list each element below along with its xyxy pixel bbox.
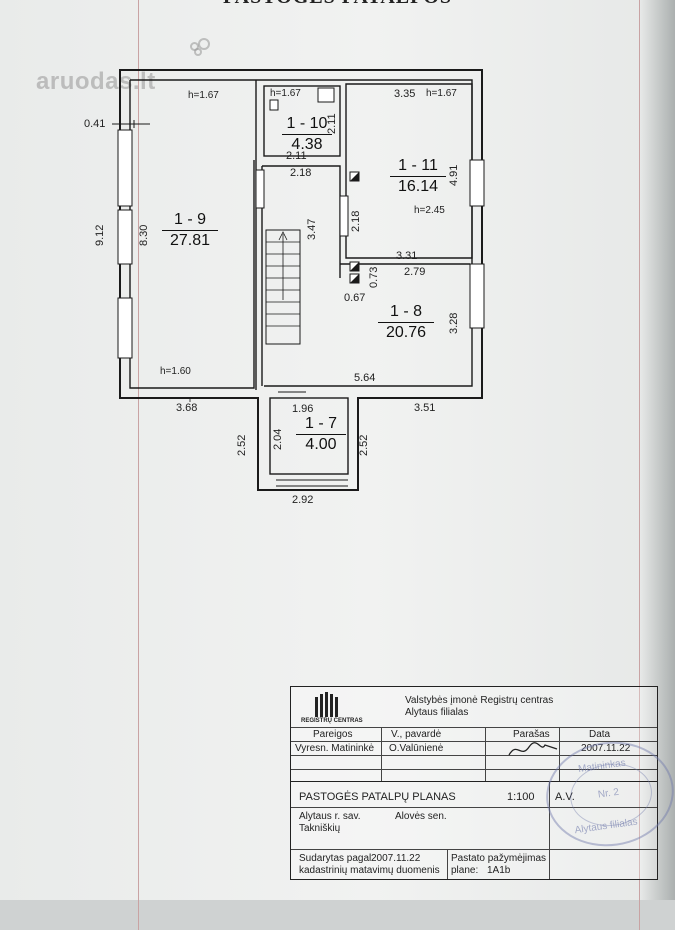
plan-title: PASTOGĖS PATALPŲ PLANAS bbox=[299, 791, 456, 803]
dimension-label: 9.12 bbox=[94, 224, 106, 246]
page-title: PASTOGĖS PATALPOS bbox=[0, 0, 675, 9]
dimension-label: 4.91 bbox=[448, 164, 460, 186]
height-label: h=1.67 bbox=[426, 88, 457, 99]
dimension-label: 8.30 bbox=[138, 224, 150, 246]
dimension-label: 2.18 bbox=[290, 167, 312, 179]
location-village: Takniškių bbox=[299, 823, 341, 834]
dimension-label: 3.68 bbox=[176, 402, 198, 414]
dimension-label: 0.73 bbox=[368, 266, 380, 288]
room-1-9: 1 - 9 27.81 bbox=[162, 210, 218, 251]
dimension-label: 2.18 bbox=[350, 210, 362, 232]
dimension-label: 1.96 bbox=[292, 403, 314, 415]
height-label: h=1.67 bbox=[188, 90, 219, 101]
location-eldership: Alovės sen. bbox=[395, 811, 447, 822]
role-value: Vyresn. Matininkė bbox=[295, 743, 375, 754]
room-1-8: 1 - 8 20.76 bbox=[378, 302, 434, 343]
mark-label: Pastato pažymėjimas bbox=[451, 853, 547, 864]
room-1-10: 1 - 10 4.38 bbox=[282, 114, 332, 155]
document-page bbox=[0, 0, 675, 900]
av-label: A.V. bbox=[555, 791, 575, 803]
dimension-label: 5.64 bbox=[354, 372, 376, 384]
room-area: 27.81 bbox=[169, 232, 211, 249]
room-area: 4.00 bbox=[305, 436, 337, 453]
dimension-label: 0.67 bbox=[344, 292, 366, 304]
height-label: h=1.67 bbox=[270, 88, 301, 99]
dimension-label: 2.79 bbox=[404, 266, 426, 278]
col-header: Pareigos bbox=[313, 729, 353, 740]
dimension-label: 0.41 bbox=[84, 118, 106, 130]
dimension-label: 3.31 bbox=[396, 250, 418, 262]
signature-icon bbox=[508, 742, 558, 756]
dimension-label: 2.92 bbox=[292, 494, 314, 506]
registry-logo: REGISTRŲ CENTRAS bbox=[297, 691, 363, 727]
compiled-source: kadastrinių matavimų duomenis bbox=[299, 865, 440, 876]
room-number: 1 - 11 bbox=[390, 156, 446, 177]
page-border bbox=[138, 0, 640, 930]
dimension-label: 2.11 bbox=[286, 150, 307, 162]
title-block: REGISTRŲ CENTRAS Valstybės įmonė Registr… bbox=[290, 686, 658, 880]
col-header: Data bbox=[589, 729, 611, 740]
dimension-label: 3.35 bbox=[394, 88, 416, 100]
dimension-label: 3.51 bbox=[414, 402, 436, 414]
room-number: 1 - 10 bbox=[282, 114, 332, 135]
org-name: Valstybės įmonė Registrų centras bbox=[405, 695, 554, 706]
room-area: 20.76 bbox=[385, 324, 427, 341]
room-1-7: 1 - 7 4.00 bbox=[296, 414, 346, 455]
compiled-date: 2007.11.22 bbox=[371, 853, 421, 864]
room-number: 1 - 7 bbox=[296, 414, 346, 435]
watermark-text: aruodas.lt bbox=[36, 68, 156, 95]
date-value: 2007.11.22 bbox=[581, 743, 631, 754]
floor-plan-drawing bbox=[112, 69, 485, 491]
mark-value: 1A1b bbox=[487, 865, 511, 876]
height-label: h=1.60 bbox=[160, 366, 191, 377]
dimension-label: 3.47 bbox=[306, 218, 318, 240]
dimension-label: 2.11 bbox=[326, 113, 338, 134]
person-value: O.Valūnienė bbox=[389, 743, 444, 754]
logo-text: REGISTRŲ CENTRAS bbox=[301, 718, 363, 724]
col-header: V., pavardė bbox=[391, 729, 442, 740]
height-label: h=2.45 bbox=[414, 205, 445, 216]
dimension-label: 2.04 bbox=[272, 428, 284, 450]
compiled-label: Sudarytas pagal bbox=[299, 853, 372, 864]
dimension-label: 3.28 bbox=[448, 312, 460, 334]
mark-label-2: plane: bbox=[451, 865, 479, 876]
dimension-label: 2.52 bbox=[236, 434, 248, 456]
col-header: Parašas bbox=[513, 729, 550, 740]
dimension-label: 2.52 bbox=[358, 434, 370, 456]
room-number: 1 - 9 bbox=[162, 210, 218, 231]
room-number: 1 - 8 bbox=[378, 302, 434, 323]
room-area: 16.14 bbox=[397, 178, 439, 195]
org-branch: Alytaus filialas bbox=[405, 707, 469, 718]
room-area: 4.38 bbox=[291, 136, 323, 153]
location-municipality: Alytaus r. sav. bbox=[299, 811, 361, 822]
room-1-11: 1 - 11 16.14 bbox=[390, 156, 446, 197]
scale-value: 1:100 bbox=[507, 791, 535, 803]
